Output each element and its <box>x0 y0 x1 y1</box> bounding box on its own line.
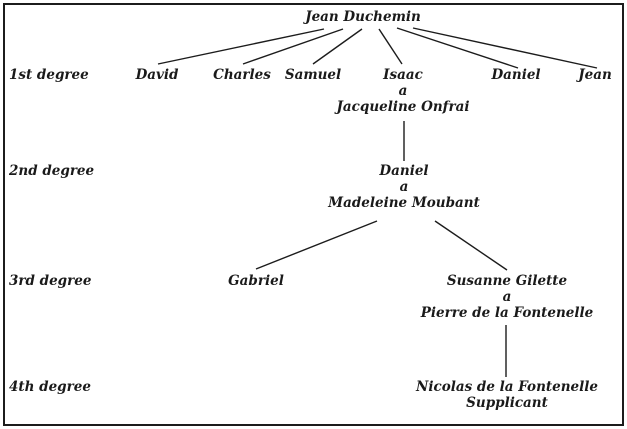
node-jean-degree1: Jean <box>578 67 612 83</box>
node-nicolas-block: Nicolas de la Fontenelle Supplicant <box>416 379 598 411</box>
degree-label-4: 4th degree <box>9 379 91 395</box>
marriage-connector-daniel2: a <box>399 179 409 195</box>
marriage-connector-isaac: a <box>398 83 408 99</box>
node-susanne-family-block: Susanne Gilette a Pierre de la Fontenell… <box>421 273 593 321</box>
marriage-connector-susanne: a <box>502 289 512 305</box>
node-jacqueline-onfrai: Jacqueline Onfrai <box>336 99 470 115</box>
node-susanne-gilette: Susanne Gilette <box>446 273 568 289</box>
line-root-to-jean <box>412 27 598 69</box>
node-jean-duchemin-root: Jean Duchemin <box>305 9 421 25</box>
node-pierre-de-la-fontenelle: Pierre de la Fontenelle <box>420 305 594 321</box>
degree-label-2: 2nd degree <box>9 163 95 179</box>
node-daniel-degree1: Daniel <box>491 67 541 83</box>
line-daniel2-to-susanne <box>434 220 508 271</box>
diagram-border-frame <box>3 3 624 426</box>
line-root-to-david <box>157 28 325 65</box>
node-isaac-family-block: Isaac a Jacqueline Onfrai <box>337 67 470 115</box>
node-madeleine-moubant: Madeleine Moubant <box>328 195 480 211</box>
degree-label-1: 1st degree <box>9 67 89 83</box>
node-daniel2-family-block: Daniel a Madeleine Moubant <box>328 163 480 211</box>
node-samuel: Samuel <box>284 67 342 83</box>
node-daniel-degree2: Daniel <box>379 163 429 179</box>
line-daniel2-to-gabriel <box>255 220 378 270</box>
node-david: David <box>135 67 179 83</box>
line-root-to-samuel <box>312 28 363 65</box>
degree-label-3: 3rd degree <box>9 273 92 289</box>
node-gabriel: Gabriel <box>228 273 284 289</box>
node-nicolas-de-la-fontenelle: Nicolas de la Fontenelle <box>416 379 598 395</box>
node-isaac: Isaac <box>383 67 423 83</box>
supplicant-note: Supplicant <box>466 395 548 411</box>
line-root-to-daniel <box>396 27 519 69</box>
node-charles: Charles <box>213 67 271 83</box>
line-root-to-isaac <box>378 28 403 65</box>
line-root-to-charles <box>242 28 344 65</box>
